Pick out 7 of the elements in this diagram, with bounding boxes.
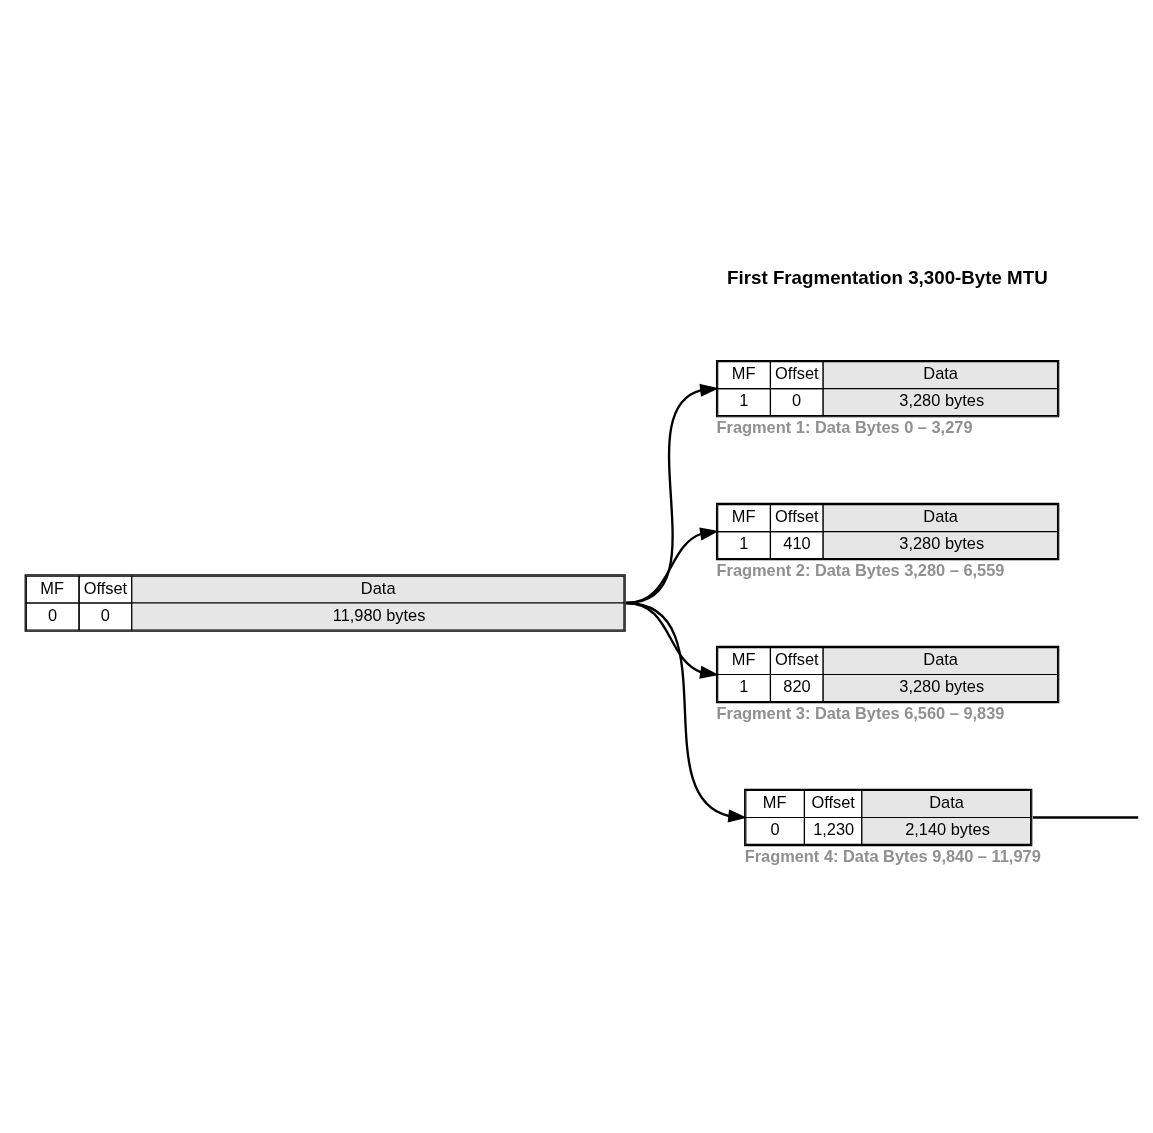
node-label: Fragment 3: Data Bytes 6,560 – 9,839 xyxy=(716,703,1005,722)
arrow xyxy=(626,601,747,822)
connector xyxy=(1032,815,1139,819)
node-label: Fragment 4: Data Bytes 9,840 – 11,979 xyxy=(744,846,1041,865)
node-label: Fragment 1: Data Bytes 0 – 3,279 xyxy=(716,417,973,436)
label: First Fragmentation 3,300-Byte MTU xyxy=(727,266,1048,288)
node-label: Fragment 2: Data Bytes 3,280 – 6,559 xyxy=(716,560,1005,579)
